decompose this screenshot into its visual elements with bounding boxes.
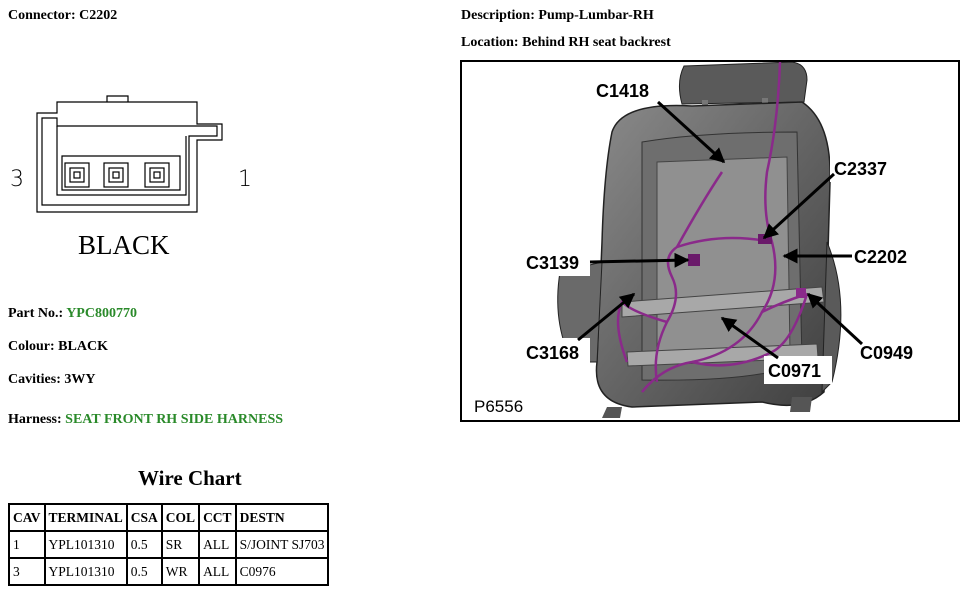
cell-csa: 0.5 xyxy=(125,557,163,586)
picture-reference: P6556 xyxy=(474,397,523,416)
location-illustration: C1418 C2337 C2202 C3139 C3168 C0949 C097… xyxy=(460,60,960,422)
header-terminal: TERMINAL xyxy=(43,503,128,532)
callout-c2202: C2202 xyxy=(854,247,907,267)
connector-label: Connector: C2202 xyxy=(8,8,118,23)
harness-label: Harness: SEAT FRONT RH SIDE HARNESS xyxy=(8,412,284,427)
header-cav: CAV xyxy=(8,503,46,532)
wire-chart-header-row: CAV TERMINAL CSA COL CCT DESTN xyxy=(8,503,330,532)
location-value: Behind RH seat backrest xyxy=(522,35,671,50)
cell-col: WR xyxy=(160,557,201,586)
location-label: Location: Behind RH seat backrest xyxy=(461,35,671,50)
description-label: Description: Pump-Lumbar-RH xyxy=(461,8,654,23)
cell-terminal: YPL101310 xyxy=(43,530,128,559)
cell-cav: 1 xyxy=(8,530,46,559)
colour-label: Colour: BLACK xyxy=(8,339,108,354)
connector-face-drawing: 3 1 BLACK xyxy=(10,95,252,260)
cell-destn: C0976 xyxy=(234,557,330,586)
cavity-number-right: 1 xyxy=(238,167,252,192)
cell-col: SR xyxy=(160,530,201,559)
cell-cct: ALL xyxy=(198,557,237,586)
callout-c3168: C3168 xyxy=(526,343,579,363)
connector-colour-label: BLACK xyxy=(78,230,170,260)
header-csa: CSA xyxy=(125,503,163,532)
header-destn: DESTN xyxy=(234,503,330,532)
cell-destn: S/JOINT SJ703 xyxy=(234,530,330,559)
cavities-label: Cavities: 3WY xyxy=(8,372,96,387)
callout-c3139: C3139 xyxy=(526,253,579,273)
colour-value: BLACK xyxy=(58,339,108,354)
wire-chart-title: Wire Chart xyxy=(138,466,242,490)
callout-c1418: C1418 xyxy=(596,81,649,101)
seat-illustration: C1418 C2337 C2202 C3139 C3168 C0949 C097… xyxy=(470,62,924,418)
callout-c0949: C0949 xyxy=(860,343,913,363)
cavity-number-left: 3 xyxy=(10,167,24,192)
cell-terminal: YPL101310 xyxy=(43,557,128,586)
connector-id: C2202 xyxy=(79,8,118,23)
header-cct: CCT xyxy=(198,503,237,532)
wire-chart-table: CAV TERMINAL CSA COL CCT DESTN 1 YPL1013… xyxy=(8,503,330,586)
cell-cct: ALL xyxy=(198,530,237,559)
cavities-value: 3WY xyxy=(64,372,96,387)
header-col: COL xyxy=(160,503,201,532)
table-row: 1 YPL101310 0.5 SR ALL S/JOINT SJ703 xyxy=(8,530,330,559)
part-number-label: Part No.: YPC800770 xyxy=(8,306,137,321)
cell-csa: 0.5 xyxy=(125,530,163,559)
part-number-value: YPC800770 xyxy=(66,306,137,321)
table-row: 3 YPL101310 0.5 WR ALL C0976 xyxy=(8,557,330,586)
cell-cav: 3 xyxy=(8,557,46,586)
callout-c0971: C0971 xyxy=(768,361,821,381)
harness-value: SEAT FRONT RH SIDE HARNESS xyxy=(65,412,284,427)
callout-c2337: C2337 xyxy=(834,159,887,179)
description-value: Pump-Lumbar-RH xyxy=(538,8,654,23)
